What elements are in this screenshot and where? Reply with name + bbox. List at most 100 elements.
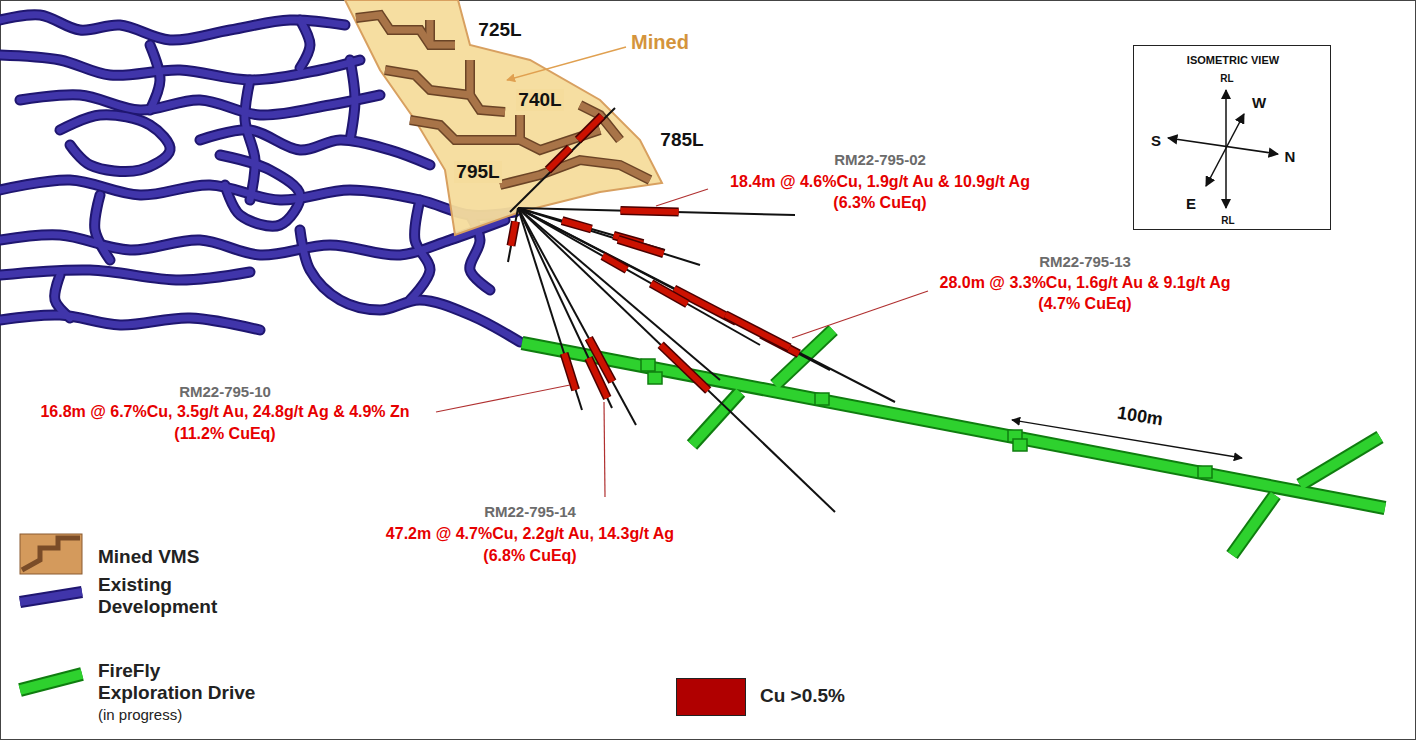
tunnel: [150, 45, 160, 110]
tunnel-outline: [150, 45, 160, 110]
intercept-grade: 18.4m @ 4.6%Cu, 1.9g/t Au & 10.9g/t Ag: [730, 173, 1030, 191]
tunnel: [300, 20, 310, 68]
cu-intercept-outline: [562, 221, 591, 229]
legend-label: Mined VMS: [98, 546, 199, 568]
intercept-grade: 28.0m @ 3.3%Cu, 1.6g/t Au & 9.1g/t Ag: [940, 274, 1231, 292]
cu-intercept: [661, 345, 709, 391]
compass-direction: RL: [1221, 215, 1234, 227]
drill-hole: [518, 208, 582, 410]
tunnel: [0, 315, 260, 330]
legend-label: Cu >0.5%: [760, 685, 845, 707]
stope: [427, 20, 434, 45]
drive-stub: [641, 359, 655, 371]
drill-holes: [508, 208, 895, 512]
tunnel-outline: [95, 195, 110, 260]
leader-line: [656, 189, 708, 206]
tunnel: [220, 155, 300, 226]
cu-intercept-outline: [511, 222, 516, 246]
compass-direction: RL: [1220, 73, 1233, 85]
compass-arrow: [1168, 138, 1278, 154]
tunnel: [0, 270, 250, 280]
firefly-drive: [522, 330, 1385, 555]
stope: [410, 120, 600, 150]
cu-intercept: [578, 116, 602, 140]
drive-outline: [522, 343, 1385, 508]
scale-arrow: [1012, 420, 1242, 458]
legend-note: (in progress): [98, 706, 182, 723]
cu-intercept-outline: [578, 116, 602, 140]
cu-intercept: [620, 211, 678, 212]
drill-hole: [518, 208, 612, 408]
tunnel-outline: [0, 315, 260, 330]
drive-stub: [648, 372, 662, 384]
legend-label: FireFly Exploration Drive: [98, 660, 263, 704]
drive-outline: [692, 392, 740, 445]
cu-intercept: [564, 353, 576, 389]
drive-swatch-outline: [20, 674, 82, 690]
scale-label: 100m: [1116, 402, 1165, 430]
drive: [1300, 437, 1380, 485]
hole-id: RM22-795-13: [1039, 253, 1131, 270]
compass-direction: W: [1252, 94, 1266, 111]
stope: [500, 160, 650, 185]
tunnel: [350, 60, 355, 140]
drill-hole: [510, 108, 615, 212]
stope-outline: [356, 15, 455, 45]
mined-pointer: [507, 47, 626, 80]
leader-line: [792, 291, 928, 338]
intercept-grade: 16.8m @ 6.7%Cu, 3.5g/t Au, 24.8g/t Ag & …: [40, 403, 409, 421]
tunnel-outline: [0, 15, 345, 40]
tunnel: [410, 200, 430, 300]
hole-id: RM22-795-02: [834, 151, 926, 168]
tunnel: [0, 15, 345, 40]
cu-intercept-outline: [618, 239, 664, 253]
cu-intercept-outline: [620, 211, 678, 212]
stope-outline: [515, 115, 525, 140]
drive-outline: [1300, 437, 1380, 485]
cu-intercept: [725, 315, 789, 348]
hole-id: RM22-795-10: [179, 383, 271, 400]
leader-line: [436, 385, 570, 412]
cu-intercept: [618, 239, 664, 253]
drive-outline: [1232, 495, 1275, 555]
drive-swatch: [20, 674, 82, 690]
tunnel: [245, 80, 255, 200]
drive: [522, 343, 1385, 508]
drive: [1232, 495, 1275, 555]
intercept-grade: 47.2m @ 4.7%Cu, 2.2g/t Au, 14.3g/t Ag: [386, 525, 674, 543]
hole-id: RM22-795-14: [484, 503, 576, 520]
compass-direction: N: [1285, 148, 1296, 165]
tunnel: [20, 95, 380, 115]
area-label: Mined: [631, 31, 689, 54]
tunnel-outline: [245, 80, 255, 200]
legend-swatch: [676, 678, 746, 716]
level-label: 740L: [516, 89, 563, 111]
compass-direction: S: [1151, 132, 1161, 149]
tunnel-outline: [300, 20, 310, 68]
leader-line: [604, 402, 605, 497]
tunnel-outline: [0, 270, 250, 280]
copper-equivalent: (6.3% CuEq): [833, 194, 926, 212]
tunnel: [95, 195, 110, 260]
stope: [356, 15, 455, 45]
cu-intercept: [603, 256, 627, 270]
stope: [517, 115, 524, 140]
cu-intercept: [562, 221, 591, 229]
tunnel: [55, 275, 70, 318]
cu-intercept-outline: [651, 283, 687, 304]
stope: [467, 60, 474, 95]
level-label: 785L: [660, 129, 703, 151]
compass-direction: E: [1186, 195, 1196, 212]
copper-equivalent: (6.8% CuEq): [483, 547, 576, 565]
tunnel: [0, 180, 515, 215]
compass-arrow: [1206, 114, 1244, 186]
compass-box: ISOMETRIC VIEWRLWSNERL: [1133, 45, 1331, 230]
mined-outline: [345, 0, 662, 235]
cu-intercept: [589, 358, 608, 398]
drive-stub: [1198, 466, 1212, 478]
copper-equivalent: (11.2% CuEq): [174, 425, 275, 443]
stope-outline: [425, 20, 435, 45]
drive: [692, 392, 740, 445]
development-swatch: [20, 592, 82, 602]
